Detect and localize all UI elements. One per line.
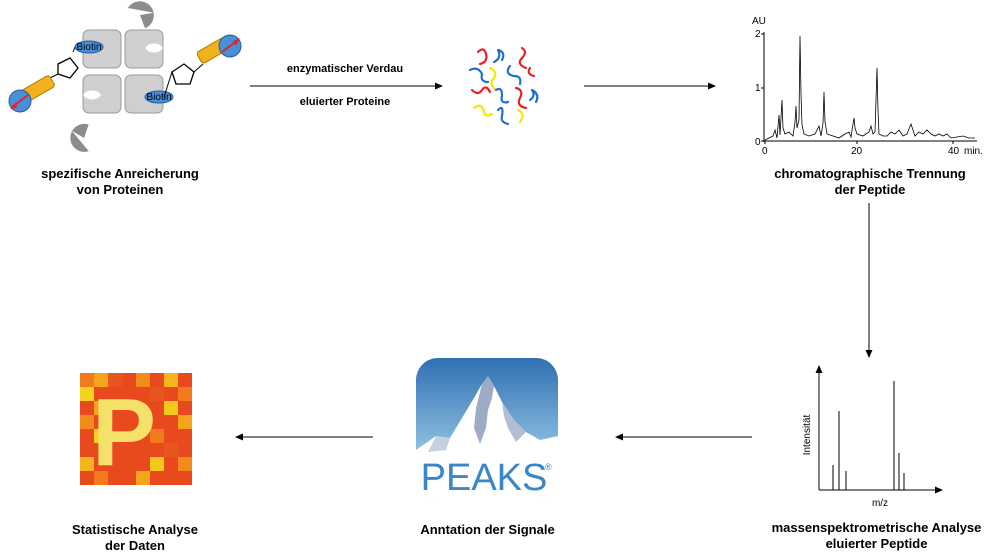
x-tick: 0 <box>762 146 768 157</box>
pacman-protein-bottom <box>70 123 89 152</box>
x-tick: 40 <box>948 146 960 157</box>
statistics-logo-letter: P <box>92 379 156 486</box>
triazole-ring <box>171 63 195 85</box>
ms-label: massenspektrometrische Analyse eluierter… <box>771 520 982 551</box>
x-unit: min. <box>964 146 983 157</box>
spectrum-ylabel: Intensität <box>802 414 813 455</box>
x-tick: 20 <box>851 146 863 157</box>
arrow-digest <box>250 82 443 90</box>
peaks-logo: PEAKS ® <box>416 358 558 500</box>
peaks-logo-text: PEAKS <box>421 457 548 499</box>
svg-text:Biotin: Biotin <box>146 92 171 103</box>
enrichment-illustration: Biotin Biotin <box>8 1 242 152</box>
digest-label-above: enzymatischer Verdau <box>286 63 404 75</box>
spectrum-xlabel: m/z <box>872 498 888 509</box>
chromatography-label: chromatographische Trennung der Peptide <box>774 166 966 197</box>
statistics-label: Statistische Analyse der Daten <box>72 522 198 553</box>
pacman-protein-top <box>127 1 155 29</box>
y-tick: 2 <box>755 29 761 40</box>
registered-mark: ® <box>545 462 552 472</box>
arrow-to-ms <box>865 203 873 358</box>
arrow-to-annotation <box>615 433 752 441</box>
y-tick: 0 <box>755 137 761 148</box>
chromatogram: AU 2 1 0 0 20 40 min. <box>752 16 983 157</box>
svg-text:Biotin: Biotin <box>76 42 101 53</box>
chromatogram-y-unit: AU <box>752 16 766 27</box>
protein-block <box>82 74 122 114</box>
digest-label-below: eluierter Proteine <box>299 96 391 108</box>
enrichment-label: spezifische Anreicherung von Proteinen <box>41 166 199 197</box>
y-tick: 1 <box>755 83 761 94</box>
arrow-to-statistics <box>235 433 373 441</box>
protein-block <box>124 29 164 69</box>
peptide-mixture <box>468 46 539 126</box>
mass-spectrum: Intensität m/z <box>802 365 943 509</box>
biotin-tag <box>144 90 174 104</box>
arrow-to-chromatography <box>584 82 716 90</box>
chromatogram-trace <box>764 35 975 141</box>
triazole-ring <box>57 57 79 79</box>
annotation-label: Anntation der Signale <box>420 522 555 537</box>
statistics-logo: P <box>80 373 192 486</box>
